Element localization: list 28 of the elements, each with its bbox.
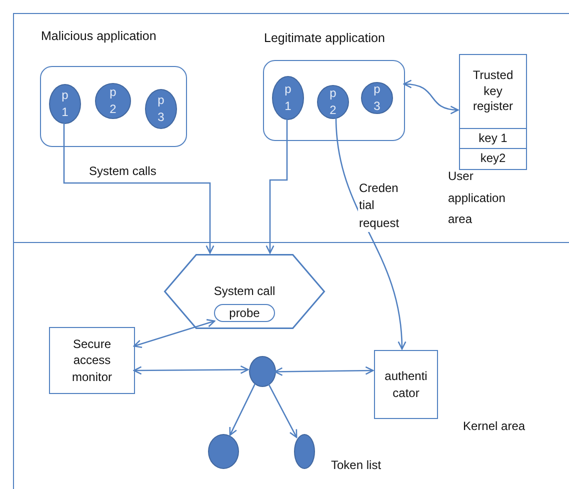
table-row-text: key 1 [460, 128, 526, 148]
arrow [403, 80, 459, 114]
probe-pill: probe [214, 304, 275, 322]
arrow [229, 384, 256, 436]
caption-label: Token list [331, 458, 382, 472]
area-label: Kernel area [463, 418, 526, 435]
edge-label: System calls [88, 163, 158, 180]
area-band [13, 13, 569, 242]
arrow [133, 365, 249, 375]
arrow [274, 366, 374, 376]
table-row-text: Trusted key register [472, 67, 514, 116]
table-row-text: key2 [460, 148, 526, 169]
arrow [268, 383, 298, 438]
process-box: Secure access monitor [49, 327, 135, 394]
arrow [335, 117, 406, 350]
process-circle [294, 434, 315, 469]
process-circle [249, 356, 276, 387]
arrow [133, 319, 216, 348]
process-box: authenti cator [374, 350, 438, 419]
key-register-table [459, 54, 527, 170]
area-band [13, 242, 569, 489]
group-heading: Malicious application [41, 29, 156, 43]
hexagon-label: System call [212, 283, 276, 300]
arrow [63, 123, 214, 254]
area-label: User application area [448, 168, 506, 228]
process-circle [208, 434, 239, 469]
arrow [266, 119, 288, 254]
group-heading: Legitimate application [264, 31, 385, 45]
